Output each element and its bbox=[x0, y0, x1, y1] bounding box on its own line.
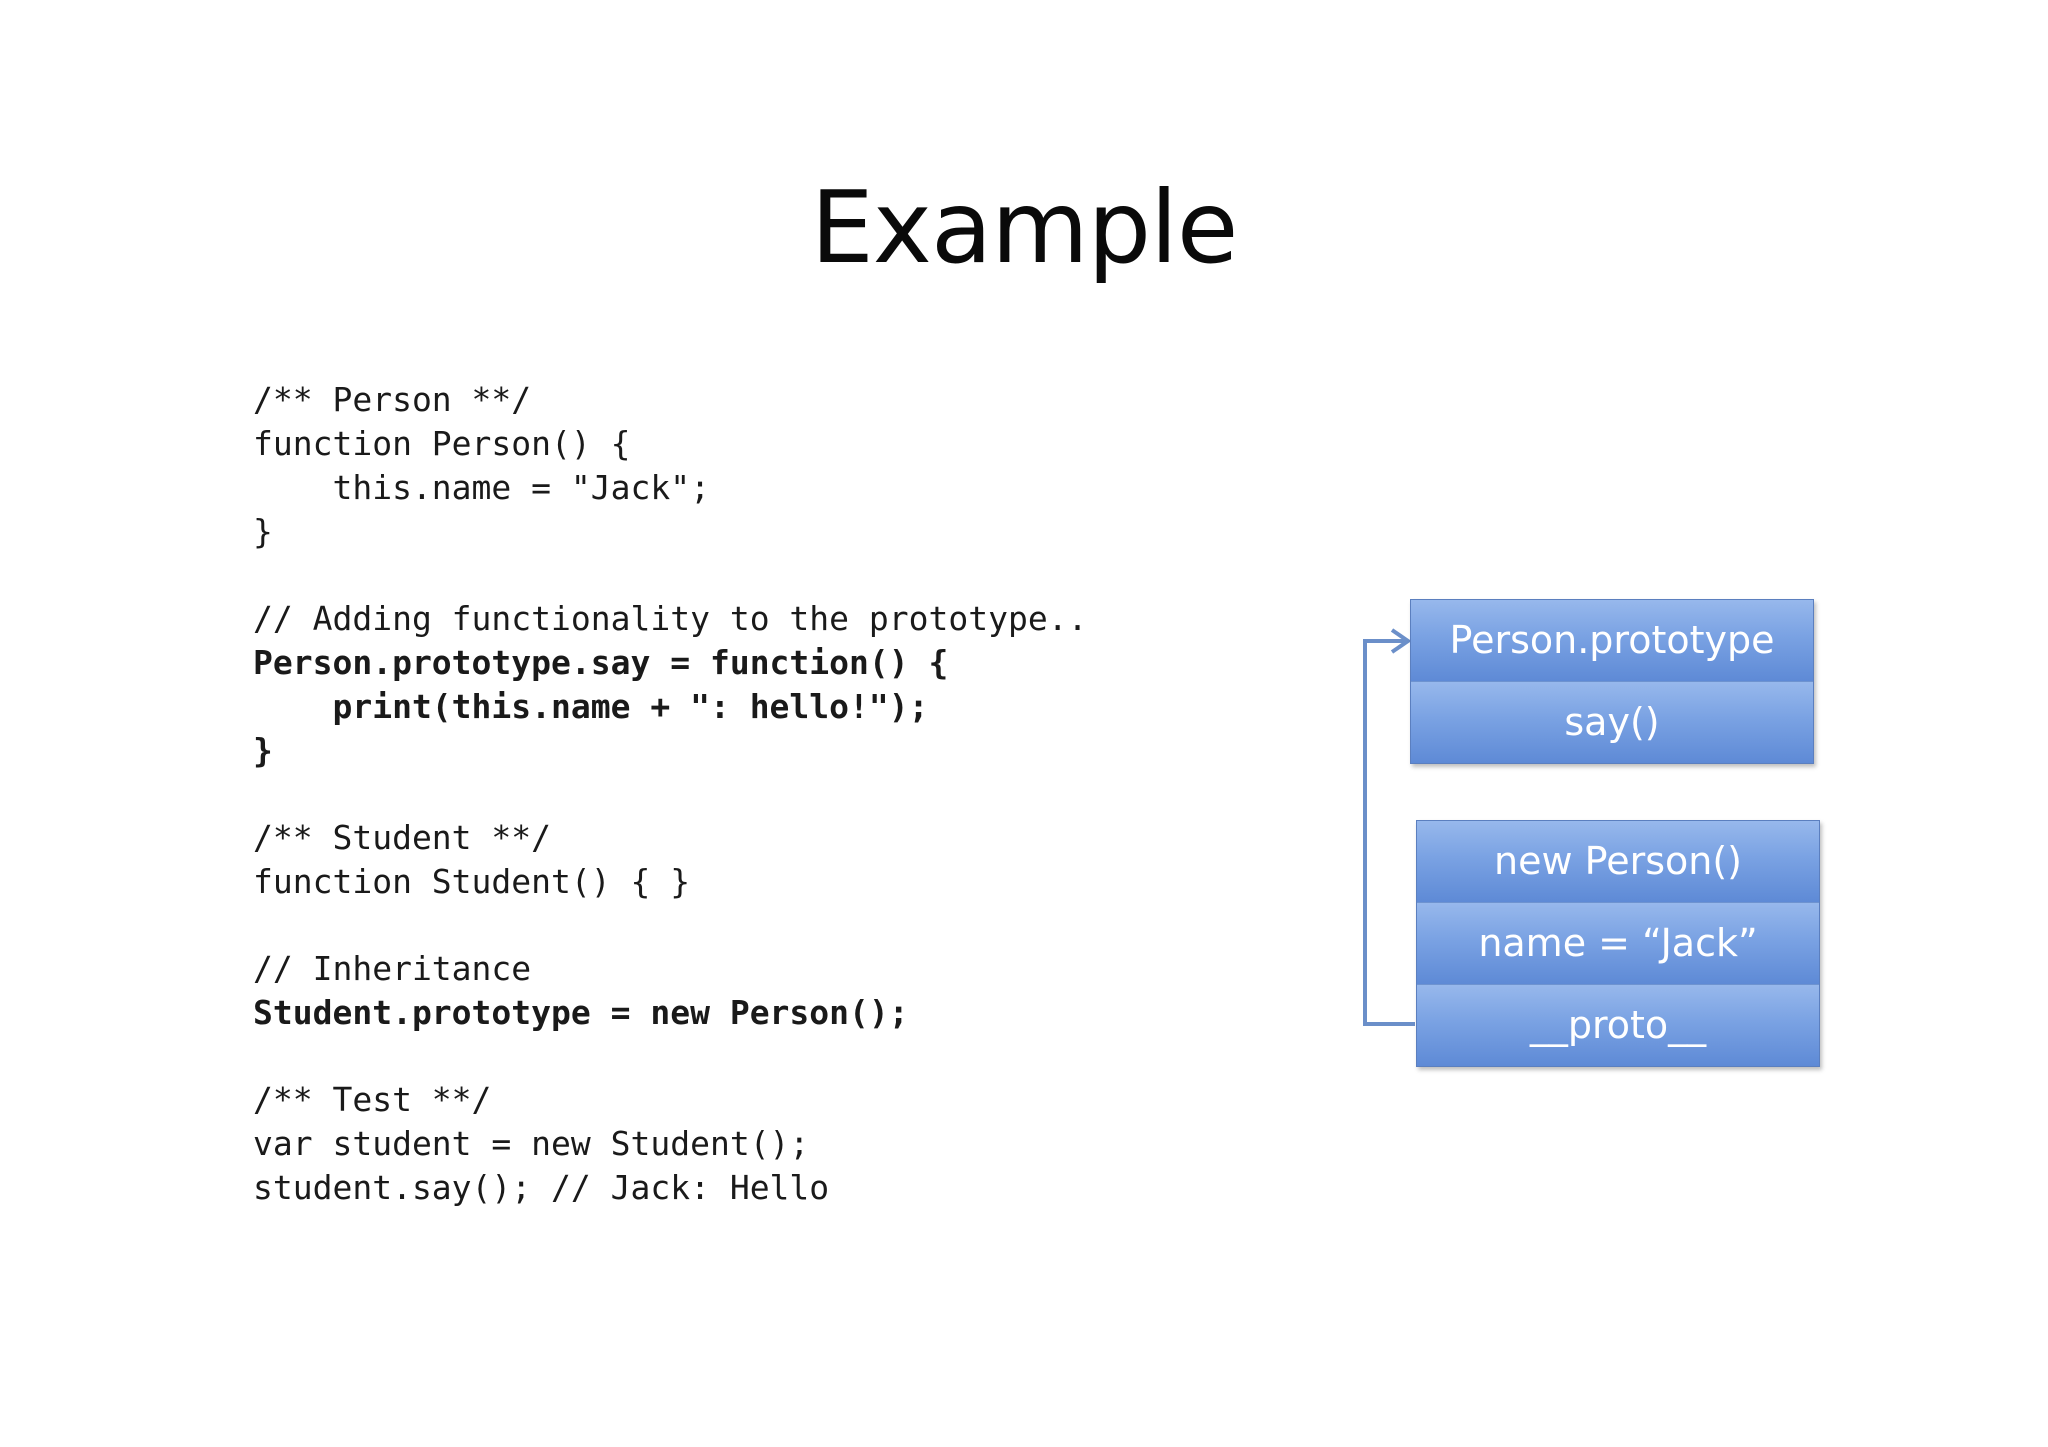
code-line: /** Test **/ bbox=[253, 1080, 492, 1119]
proto-connector-line bbox=[1363, 639, 1415, 1026]
code-line: } bbox=[253, 512, 273, 551]
code-line: Student.prototype = new Person(); bbox=[253, 993, 909, 1032]
code-line: } bbox=[253, 731, 273, 770]
instance-proto: __proto__ bbox=[1417, 985, 1819, 1066]
code-line: student.say(); // Jack: Hello bbox=[253, 1168, 830, 1207]
blank-line bbox=[253, 773, 1087, 816]
code-line: print(this.name + ": hello!"); bbox=[253, 687, 929, 726]
blank-line bbox=[253, 554, 1087, 597]
code-line: // Inheritance bbox=[253, 949, 532, 988]
blank-line bbox=[253, 1035, 1087, 1078]
code-line: /** Student **/ bbox=[253, 818, 552, 857]
code-line: // Adding functionality to the prototype… bbox=[253, 599, 1088, 638]
instance-box: new Person() name = “Jack” __proto__ bbox=[1416, 820, 1820, 1067]
blank-line bbox=[253, 904, 1087, 947]
instance-property: name = “Jack” bbox=[1417, 903, 1819, 985]
prototype-header: Person.prototype bbox=[1411, 600, 1813, 682]
code-line: Person.prototype.say = function() { bbox=[253, 643, 949, 682]
code-line: this.name = "Jack"; bbox=[253, 468, 710, 507]
slide-title: Example bbox=[810, 169, 1239, 286]
code-line: function Student() { } bbox=[253, 862, 691, 901]
prototype-method: say() bbox=[1411, 682, 1813, 763]
code-block: /** Person **/ function Person() { this.… bbox=[253, 378, 1087, 1210]
instance-header: new Person() bbox=[1417, 821, 1819, 903]
code-line: var student = new Student(); bbox=[253, 1124, 810, 1163]
code-line: /** Person **/ bbox=[253, 380, 532, 419]
prototype-box: Person.prototype say() bbox=[1410, 599, 1814, 764]
code-line: function Person() { bbox=[253, 424, 631, 463]
arrowhead-icon bbox=[1390, 628, 1412, 654]
